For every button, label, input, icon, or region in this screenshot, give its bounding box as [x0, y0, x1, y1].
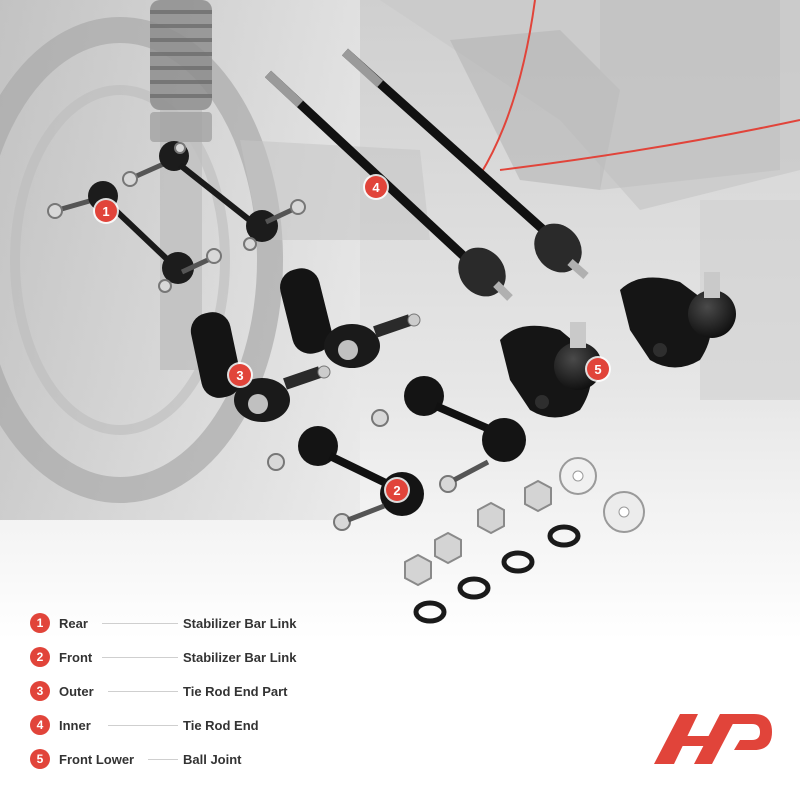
callout-badge-3: 3 [229, 364, 251, 386]
legend-row-5: 5 Front Lower Ball Joint [30, 742, 350, 776]
hardware-set [404, 457, 645, 624]
callout-badge-4: 4 [365, 176, 387, 198]
inner-tie-rod-right [341, 48, 589, 280]
legend-number: 1 [30, 613, 50, 633]
legend-divider [108, 725, 178, 726]
legend-number: 2 [30, 647, 50, 667]
legend-divider [148, 759, 178, 760]
legend-part: Tie Rod End [183, 717, 259, 733]
legend-divider [102, 623, 178, 624]
rear-stabilizer-link-right [122, 141, 306, 251]
parts-legend: 1 Rear Stabilizer Bar Link 2 Front Stabi… [30, 606, 350, 776]
legend-part: Stabilizer Bar Link [183, 615, 297, 631]
legend-position: Outer [59, 683, 94, 699]
outer-tie-rod-end-left [190, 312, 331, 422]
legend-row-3: 3 Outer Tie Rod End Part [30, 674, 350, 708]
callout-badge-5: 5 [587, 358, 609, 380]
legend-position: Front Lower [59, 751, 135, 767]
legend-part: Stabilizer Bar Link [183, 649, 297, 665]
callout-badge-1: 1 [95, 200, 117, 222]
legend-position: Rear [59, 615, 88, 631]
legend-part: Ball Joint [183, 751, 242, 767]
legend-part: Tie Rod End Part [183, 683, 288, 699]
legend-number: 5 [30, 749, 50, 769]
outer-tie-rod-end-right [280, 268, 421, 368]
ball-joint-right [620, 272, 736, 368]
suspension-kit-photo [0, 0, 800, 640]
brand-logo-icon [654, 714, 772, 764]
legend-divider [102, 657, 178, 658]
rear-stabilizer-link-left [47, 181, 222, 293]
inner-tie-rod-left [264, 70, 513, 301]
front-stabilizer-link-left [267, 426, 424, 531]
legend-row-2: 2 Front Stabilizer Bar Link [30, 640, 350, 674]
legend-divider [108, 691, 178, 692]
legend-position: Front [59, 649, 93, 665]
legend-number: 4 [30, 715, 50, 735]
front-stabilizer-link-right [371, 376, 526, 493]
callout-badge-2: 2 [386, 479, 408, 501]
legend-number: 3 [30, 681, 50, 701]
legend-row-4: 4 Inner Tie Rod End [30, 708, 350, 742]
ball-joint-left [500, 322, 602, 418]
legend-position: Inner [59, 717, 91, 733]
legend-row-1: 1 Rear Stabilizer Bar Link [30, 606, 350, 640]
